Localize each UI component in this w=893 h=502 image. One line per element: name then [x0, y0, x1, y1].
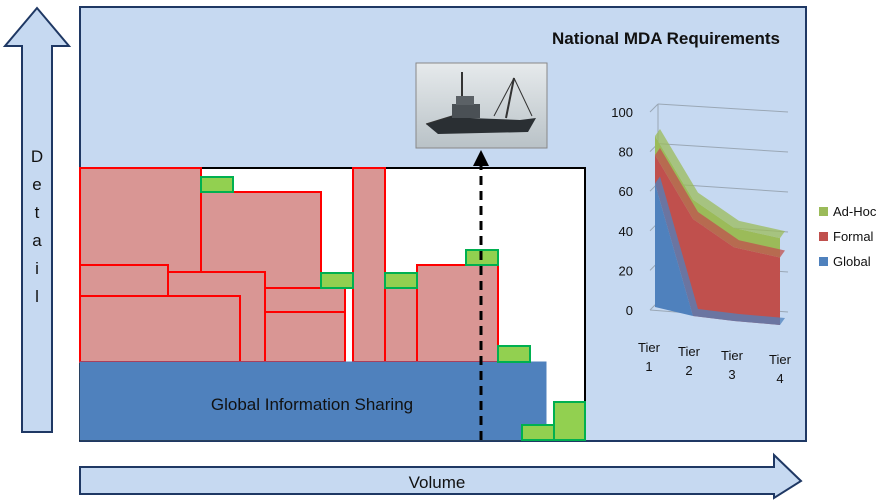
volume-axis-arrow: Volume: [79, 452, 803, 500]
cargo-ship-photo: [415, 62, 548, 149]
x-tick-label: 3: [728, 367, 735, 382]
global-information-sharing-block: [79, 361, 547, 441]
detail-axis-letter: e: [32, 175, 41, 194]
y-tick-label: 40: [619, 224, 633, 239]
detail-axis-letter: D: [31, 147, 43, 166]
detail-axis-letter: l: [35, 287, 39, 306]
area-series-rim: [655, 148, 785, 258]
detail-axis-letter: t: [35, 203, 40, 222]
formal-block: [79, 295, 241, 363]
formal-block: [352, 167, 386, 363]
x-tick-label: Tier: [638, 340, 661, 355]
y-tick-label: 20: [619, 263, 633, 278]
formal-requirement-blocks: [79, 167, 499, 363]
adhoc-block: [497, 345, 531, 363]
adhoc-block: [521, 424, 555, 441]
legend-swatch: [819, 207, 828, 216]
adhoc-block: [553, 401, 586, 441]
formal-block: [264, 311, 346, 363]
area-series-rim: [655, 176, 785, 325]
global-information-sharing-label: Global Information Sharing: [211, 395, 413, 414]
y-tick-label: 60: [619, 184, 633, 199]
area-series-rim: [655, 129, 785, 239]
chart-gridline: [657, 143, 789, 153]
x-tick-label: Tier: [678, 344, 701, 359]
x-tick-label: 2: [685, 363, 692, 378]
dashed-pointer-arrow: [473, 150, 489, 440]
legend-label: Global: [833, 254, 871, 269]
y-tick-label: 100: [611, 105, 633, 120]
legend-label: Formal: [833, 229, 874, 244]
legend-label: Ad-Hoc: [833, 204, 877, 219]
detail-axis-letter: a: [32, 231, 42, 250]
x-tick-label: Tier: [721, 348, 744, 363]
legend-swatch: [819, 257, 828, 266]
x-tick-label: Tier: [769, 352, 792, 367]
adhoc-block: [384, 272, 418, 289]
volume-axis-label: Volume: [409, 473, 466, 492]
formal-block: [384, 287, 418, 363]
chart-gridline-side: [649, 103, 659, 113]
formal-block: [416, 264, 499, 363]
chart-gridline: [657, 103, 789, 113]
detail-axis-letter: i: [35, 259, 39, 278]
adhoc-requirement-blocks: [200, 176, 586, 441]
legend-swatch: [819, 232, 828, 241]
x-tick-label: 4: [776, 371, 783, 386]
y-tick-label: 0: [626, 303, 633, 318]
x-tick-label: 1: [645, 359, 652, 374]
adhoc-block: [320, 272, 354, 289]
adhoc-block: [200, 176, 234, 193]
panel-title: National MDA Requirements: [552, 29, 780, 48]
y-tick-label: 80: [619, 145, 633, 160]
